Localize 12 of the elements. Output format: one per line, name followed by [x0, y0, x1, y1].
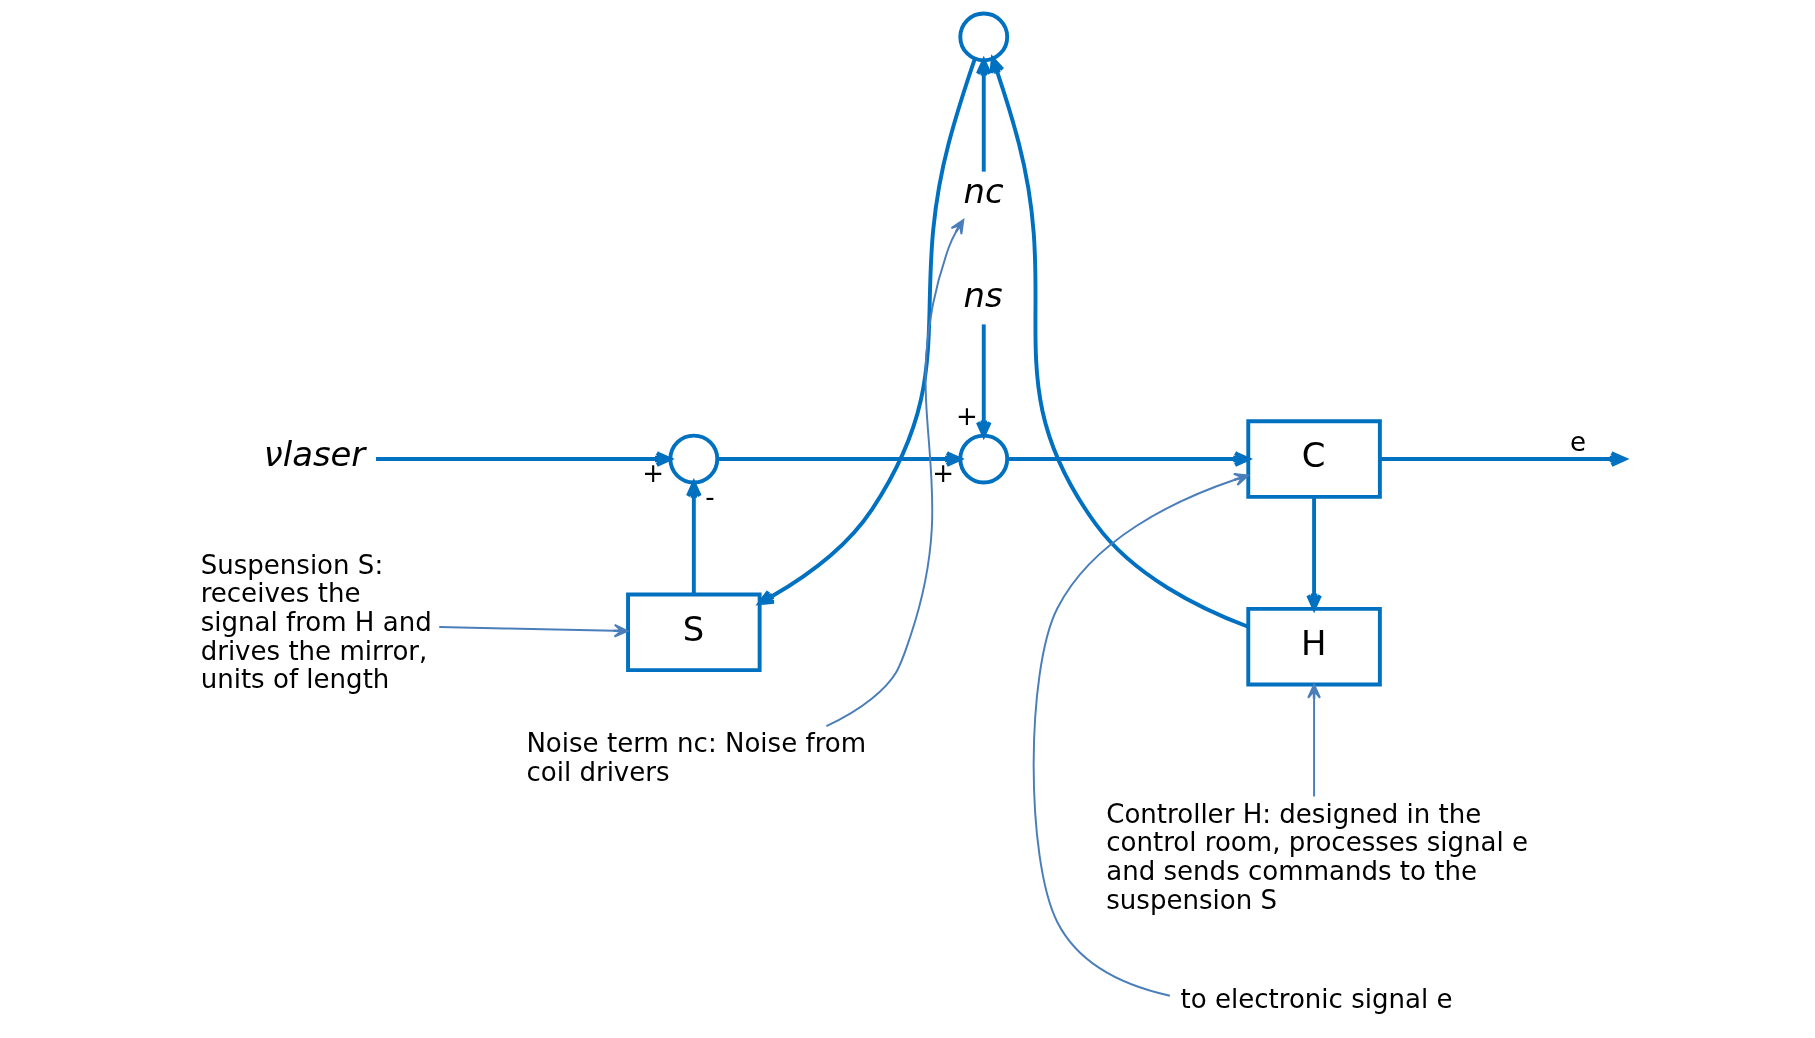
- node-text: Noise term nc: Noise from coil drivers: [525, 728, 866, 787]
- node-text: to electronic signal e: [1180, 983, 1453, 1014]
- node-text: Suspension S: receives the signal from H and drives the mirror, units of length: [200, 549, 432, 695]
- edge-label: +: [955, 401, 978, 432]
- edge-label: e: [1569, 427, 1586, 458]
- edge-label: +: [641, 458, 664, 489]
- edge-label: +: [931, 458, 954, 489]
- node-text: ns: [963, 276, 1003, 315]
- node-text: Controller H: designed in the control room, processes signal e and sends commands to the suspension S: [1105, 798, 1528, 915]
- node-text: νlaser: [263, 434, 365, 474]
- node-text: nc: [963, 171, 1004, 211]
- edge-label: -: [704, 481, 715, 512]
